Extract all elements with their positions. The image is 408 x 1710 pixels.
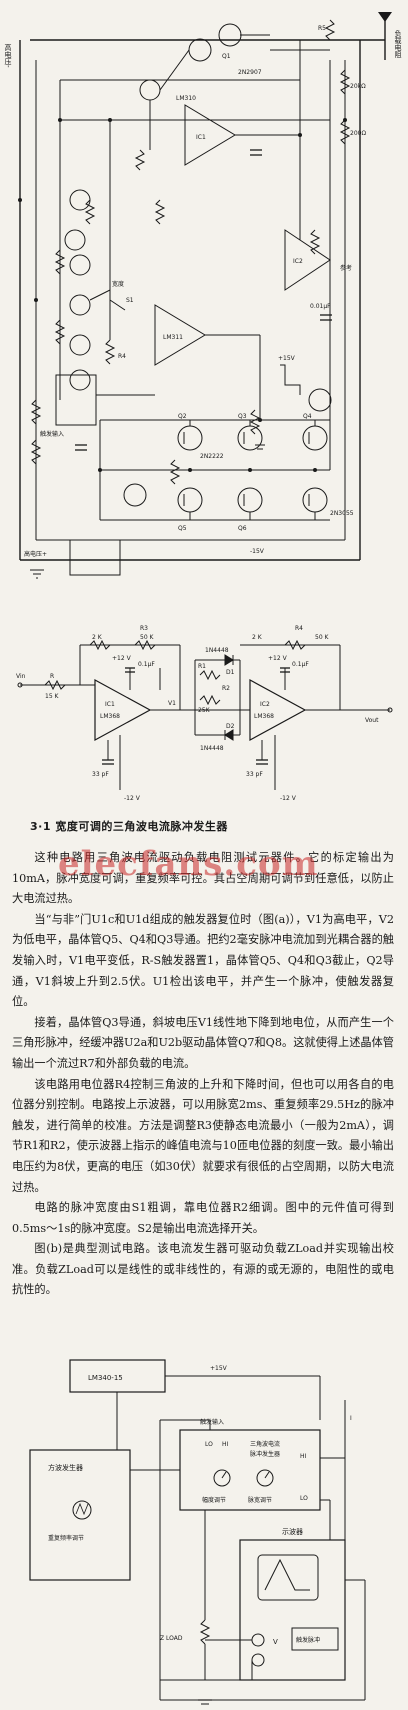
paragraph: 当“与非”门U1c和U1d组成的触发器复位时（图(a)），V1为高电平，V2为低… bbox=[12, 912, 394, 1009]
label-tri-gen-1: 三角波电流 bbox=[250, 1440, 280, 1448]
label-vout: Vout bbox=[365, 717, 379, 724]
label-width: 宽度 bbox=[112, 280, 124, 288]
label-r4: R4 bbox=[118, 353, 126, 360]
label-trig-pulse: 触发脉冲 bbox=[296, 1636, 320, 1644]
label-ref-out: 参考 bbox=[340, 264, 352, 272]
label-r3: R3 bbox=[140, 625, 148, 632]
label-sw: S1 bbox=[126, 297, 134, 304]
label-r1: R1 bbox=[198, 663, 206, 670]
label-lm368b: LM368 bbox=[254, 713, 274, 720]
label-lm368: LM368 bbox=[100, 713, 120, 720]
label-d1: D1 bbox=[226, 669, 235, 676]
label-q3: Q3 bbox=[238, 413, 247, 420]
label-r2k: 2 K bbox=[92, 634, 103, 641]
label-lm310: LM310 bbox=[176, 95, 196, 102]
label-r: R bbox=[50, 673, 54, 680]
label-r50k2: 50 K bbox=[315, 634, 330, 641]
figure-caption: 3·1 宽度可调的三角波电流脉冲发生器 bbox=[30, 820, 228, 833]
label-v15n: -15V bbox=[250, 548, 265, 555]
label-q6: Q6 bbox=[238, 525, 247, 532]
label-hv-minus: 高电压- bbox=[4, 43, 12, 68]
paragraph: 这种电路用三角波电流驱动负载电阻测试元器件。它的标定输出为10mA，脉冲宽度可调… bbox=[12, 851, 394, 906]
label-in4448: 1N4448 bbox=[205, 647, 229, 654]
label-hi: HI bbox=[222, 1441, 229, 1448]
label-n2n2222: 2N2222 bbox=[200, 453, 224, 460]
label-k15: 15 K bbox=[45, 693, 60, 700]
label-trigger-in: 触发输入 bbox=[200, 1418, 224, 1426]
label-v12n: -12 V bbox=[124, 795, 141, 802]
label-c01: 0.1μF bbox=[138, 661, 155, 668]
label-vin: Vin bbox=[16, 673, 26, 680]
label-tri-gen-2: 脉冲发生器 bbox=[250, 1450, 280, 1458]
label-c01: 0.01μF bbox=[310, 303, 331, 310]
label-q4: Q4 bbox=[303, 413, 312, 420]
label-q1: Q1 bbox=[222, 53, 231, 60]
watermark: elecfans.com bbox=[58, 844, 319, 884]
label-r50k: 50 K bbox=[140, 634, 155, 641]
label-v15: +15V bbox=[210, 1365, 228, 1372]
label-lm340: LM340-15 bbox=[88, 1374, 123, 1382]
label-scope: 示波器 bbox=[282, 1527, 303, 1536]
label-pulse-gen: 方波发生器 bbox=[48, 1463, 83, 1472]
label-n2n2907: 2N2907 bbox=[238, 69, 262, 76]
label-in4448b: 1N4448 bbox=[200, 745, 224, 752]
label-r25k: 25K bbox=[198, 707, 211, 714]
paragraph: 接着，晶体管Q3导通，斜坡电压V1线性地下降到地电位，从而产生一个三角形脉冲，经… bbox=[12, 1015, 394, 1070]
schematic-c: LM340-15 +15V 触发输入 LO HI 三角波电流 脉冲发生器 HI … bbox=[29, 1359, 366, 1705]
label-trigger: 触发输入 bbox=[40, 430, 64, 438]
paragraph: 该电路用电位器R4控制三角波的上升和下降时间，但也可以用各自的电位器分别控制。电… bbox=[12, 1077, 394, 1194]
label-lm311: LM311 bbox=[163, 334, 183, 341]
label-v: V bbox=[273, 1638, 278, 1646]
label-q2: Q2 bbox=[178, 413, 187, 420]
label-pf33b: 33 pF bbox=[246, 771, 263, 778]
label-n2n3055: 2N3055 bbox=[330, 510, 354, 517]
label-v12: +12 V bbox=[112, 655, 132, 662]
label-k20: 20kΩ bbox=[350, 83, 366, 90]
paragraph: 图(b)是典型测试电路。该电流发生器可驱动负载ZLoad并实现输出校准。负载ZL… bbox=[12, 1242, 394, 1297]
label-r2: R2 bbox=[222, 685, 230, 692]
label-hi2: HI bbox=[300, 1453, 307, 1460]
label-q5: Q5 bbox=[178, 525, 187, 532]
label-lo2: LO bbox=[300, 1495, 308, 1502]
label-i-out: I bbox=[350, 1415, 352, 1422]
label-amp-adj: 幅度调节 bbox=[202, 1496, 226, 1504]
label-pf33: 33 pF bbox=[92, 771, 109, 778]
label-lo: LO bbox=[205, 1441, 213, 1448]
label-zload: Z LOAD bbox=[160, 1635, 183, 1642]
label-r200: 200Ω bbox=[350, 130, 366, 137]
label-r4: R4 bbox=[295, 625, 303, 632]
schematic-b: 2 K R3 50 K +12 V 0.1μF IC1 LM368 Vin R … bbox=[16, 625, 393, 802]
label-r2k2: 2 K bbox=[252, 634, 263, 641]
label-v1: V1 bbox=[168, 700, 176, 707]
label-rep-rate: 重复频率调节 bbox=[48, 1534, 84, 1542]
label-ic2: IC2 bbox=[293, 258, 303, 265]
label-ic1: IC1 bbox=[105, 701, 115, 708]
body-text: 这种电路用三角波电流驱动负载电阻测试元器件。它的标定输出为10mA，脉冲宽度可调… bbox=[12, 848, 394, 1301]
label-ic2: IC2 bbox=[260, 701, 270, 708]
label-load-out: 负载电阻 bbox=[394, 29, 402, 59]
label-v12b: +12 V bbox=[268, 655, 288, 662]
label-v12nb: -12 V bbox=[280, 795, 297, 802]
paragraph: 电路的脉冲宽度由S1粗调，靠电位器R2细调。图中的元件值可得到0.5ms～1s的… bbox=[12, 1201, 394, 1235]
schematic-a: 高电压- 负载电阻 R5 20kΩ 200Ω Q1 2N2907 IC1 LM3… bbox=[4, 12, 402, 579]
label-d2: D2 bbox=[226, 723, 235, 730]
label-v15: +15V bbox=[278, 355, 296, 362]
label-width-adj: 脉宽调节 bbox=[248, 1496, 272, 1504]
label-r5: R5 bbox=[318, 25, 326, 32]
label-hv-plus: 高电压+ bbox=[24, 550, 47, 558]
label-ic1: IC1 bbox=[196, 134, 206, 141]
label-c01b: 0.1μF bbox=[292, 661, 309, 668]
